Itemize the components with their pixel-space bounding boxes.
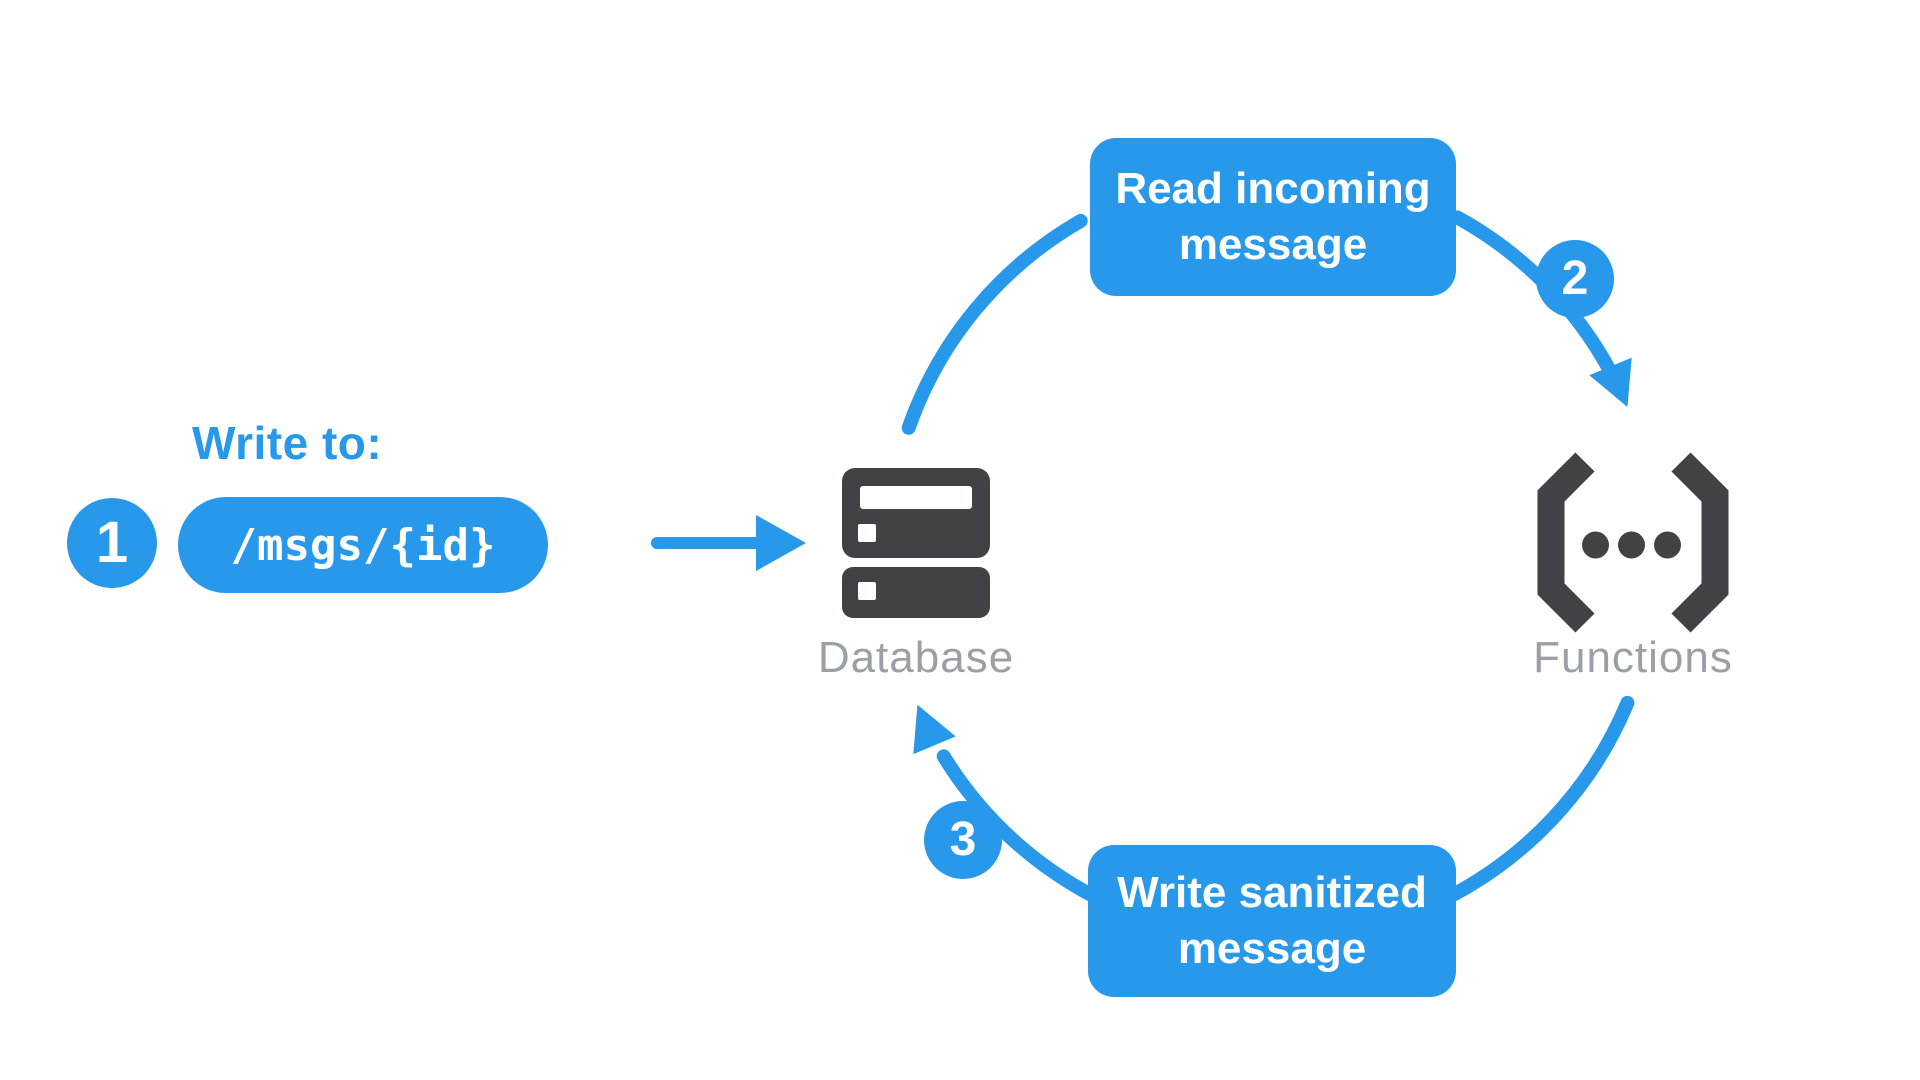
functions-label: Functions: [1533, 633, 1733, 682]
write-to-label: Write to:: [192, 417, 383, 469]
step-badge-1: 1: [67, 498, 157, 588]
functions-icon: [1537, 452, 1729, 633]
read-box-line1: Read incoming: [1115, 163, 1431, 213]
write-box-line2: message: [1177, 924, 1367, 973]
write-arrow-head: [756, 515, 806, 571]
step-badge-2: 2: [1536, 240, 1614, 318]
message-path-pill: /msgs/{id}: [178, 497, 548, 593]
read-box-line2: message: [1178, 220, 1368, 269]
step-badge-3: 3: [924, 801, 1002, 879]
arc-database-to-read-box: [901, 213, 1088, 435]
write-box-line1: Write sanitized: [1117, 867, 1427, 917]
arc-write-box-to-database: [936, 749, 1111, 908]
write-sanitized-message-box: Write sanitized message: [1088, 845, 1456, 997]
database-icon: [842, 468, 990, 618]
write-arrow: [651, 515, 806, 571]
arrowhead-to-database: [913, 704, 956, 755]
arrowhead-to-functions: [1589, 357, 1632, 407]
read-incoming-message-box: Read incoming message: [1090, 138, 1456, 296]
database-label: Database: [817, 633, 1015, 682]
message-path-value: /msgs/{id}: [230, 519, 496, 571]
arc-functions-to-write-box: [1433, 695, 1635, 909]
